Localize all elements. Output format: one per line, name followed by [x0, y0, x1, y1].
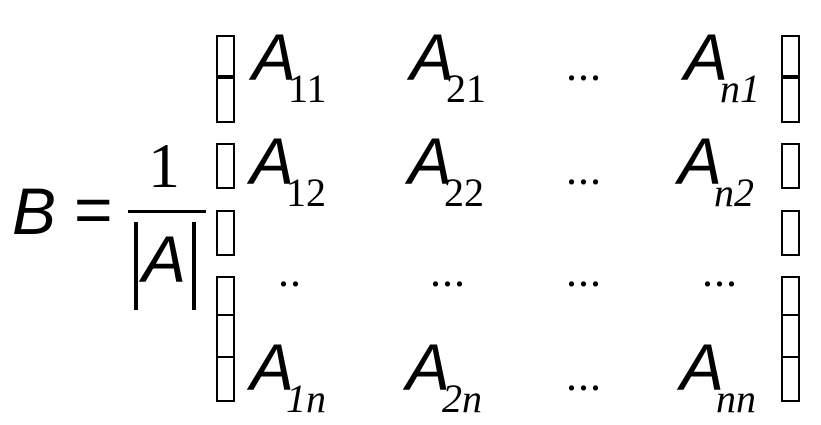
matrix-entry-an2: An2	[678, 124, 755, 215]
determinant-bar-left	[134, 222, 138, 310]
right-bracket-glyph-6	[781, 314, 800, 358]
matrix-ellipsis-r4c3: ...	[566, 351, 602, 400]
left-bracket-glyph-2	[216, 77, 235, 123]
left-bracket-glyph-7	[216, 356, 235, 402]
matrix-ellipsis-r3c4: ...	[702, 247, 738, 296]
equals-sign: =	[74, 172, 113, 246]
matrix-ellipsis-r1c3: ...	[566, 41, 602, 90]
determinant-bar-right	[192, 222, 196, 310]
variable-b: B	[12, 174, 57, 248]
matrix-ellipsis-r2c3: ...	[566, 145, 602, 194]
left-bracket-glyph-3	[216, 143, 235, 189]
fraction-numerator: 1	[148, 130, 180, 201]
right-bracket-glyph-2	[781, 77, 800, 123]
matrix-entry-a2n: A2n	[406, 330, 483, 421]
right-bracket-glyph-3	[781, 143, 800, 189]
fraction-bar	[128, 210, 206, 213]
matrix-entry-a22: A22	[408, 124, 485, 215]
matrix-ellipsis-r3c2: ...	[430, 247, 466, 296]
left-bracket-glyph-6	[216, 314, 235, 358]
left-bracket-glyph-1	[216, 35, 235, 77]
right-bracket-glyph-4	[781, 210, 800, 256]
matrix-ellipsis-r3c3: ...	[566, 247, 602, 296]
right-bracket-glyph-7	[781, 356, 800, 402]
fraction-denominator: A	[142, 222, 187, 296]
left-bracket-glyph-4	[216, 210, 235, 256]
matrix-entry-an1: An1	[684, 20, 761, 111]
matrix-entry-a1n: A1n	[250, 330, 327, 421]
right-bracket-glyph-1	[781, 35, 800, 77]
matrix-entry-a21: A21	[410, 20, 487, 111]
matrix-entry-a11: A11	[252, 20, 327, 111]
matrix-entry-a12: A12	[250, 124, 327, 215]
matrix-ellipsis-r3c1: ..	[278, 247, 302, 296]
matrix-entry-ann: Ann	[680, 330, 757, 421]
